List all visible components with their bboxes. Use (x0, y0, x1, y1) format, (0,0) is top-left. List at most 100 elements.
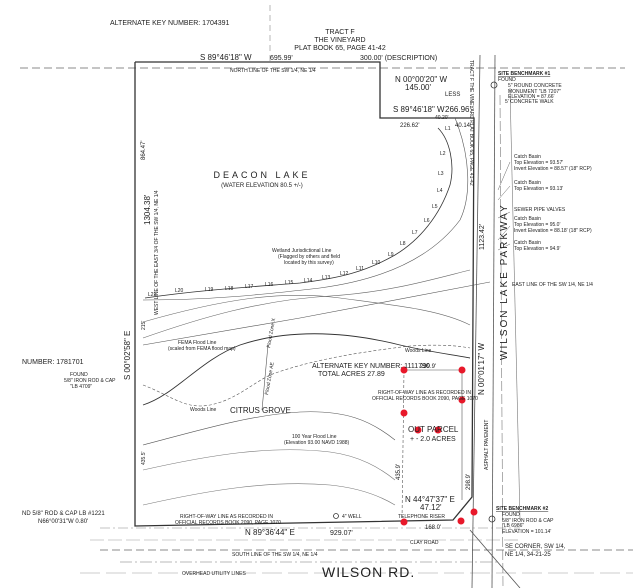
east-quarter-line (142, 281, 491, 346)
survey-point-5 (414, 426, 422, 434)
benchmark-2-line4: ELEVATION = 101.14' (502, 529, 551, 535)
woods-line-left: Woods Line (190, 407, 217, 413)
row-left-1: RIGHT-OF-WAY LINE AS RECORDED IN (180, 514, 273, 520)
row-left-2: OFFICIAL RECORDS BOOK 2090, PAGE 1070 (175, 520, 281, 526)
east-line-label: EAST LINE OF THE SW 1/4, NE 1/4 (512, 282, 593, 288)
wetland-flag: L13 (322, 275, 331, 281)
survey-point-7 (400, 518, 408, 526)
dist-40-small: 40.20' (435, 115, 449, 121)
tract-line-1: TRACT F (325, 29, 354, 36)
alternate-key-top: ALTERNATE KEY NUMBER: 1704391 (110, 20, 230, 27)
catch-basin-3-invert: Invert Elevation = 88.18' (18" RCP) (514, 228, 592, 234)
flood-zone-ae: Flood Zone AE (264, 361, 276, 395)
wetland-flags: L1 L2 L3 L4 L5 L6 L7 L8 L9 L10 L11 L12 L… (148, 126, 451, 298)
dist-1304: 1304.38' (143, 194, 152, 225)
road-name: WILSON RD. (322, 564, 415, 580)
row-right-1: RIGHT-OF-WAY LINE AS RECORDED IN (378, 390, 471, 396)
bearing-west: S 00°02'58" E (123, 331, 132, 380)
parkway-walk-line (499, 94, 504, 588)
catch-basin-4-top: Top Elevation = 94.9' (514, 246, 560, 252)
wetland-flag: L3 (438, 171, 444, 177)
wetland-flag: L19 (205, 287, 214, 293)
rod-left: ND 5/8" ROD & CAP LB #1221 (22, 511, 105, 517)
wetland-flag: L10 (372, 260, 381, 266)
flood-100yr-line (142, 411, 396, 446)
asphalt-pavement: ASPHALT PAVEMENT (484, 420, 490, 470)
dist-diagonal: 47.12' (420, 503, 442, 512)
dist-298: 298.9' (466, 474, 472, 490)
survey-point-2 (458, 366, 466, 374)
tract-line-3: PLAT BOOK 65, PAGE 41-42 (294, 45, 386, 52)
less-label: LESS (445, 92, 460, 98)
wetland-flag: L17 (245, 284, 254, 290)
benchmark-1-line2: 5" ROUND CONCRETE (508, 83, 562, 89)
contour-line-1 (142, 269, 471, 339)
benchmark-2-marker (488, 515, 496, 523)
dist-226: 226.62' (400, 123, 420, 129)
dist-864: 864.47' (141, 141, 147, 161)
overhead-utility: OVERHEAD UTILITY LINES (182, 571, 246, 577)
citrus-grove: CITRUS GROVE (230, 406, 291, 415)
wetland-label-3: located by this survey) (284, 260, 334, 266)
well-label: 4" WELL (342, 514, 362, 520)
out-parcel: OUT PARCEL (408, 425, 459, 434)
catch-basin-1-top: Top Elevation = 93.57' (514, 160, 563, 166)
concrete-walk: 5' CONCRETE WALK (505, 99, 554, 105)
wetland-label-2: (Flagged by others and field (278, 254, 340, 260)
lake-name: DEACON LAKE (213, 170, 310, 180)
wetland-flag: L11 (356, 266, 364, 272)
dist-notch-h: 266.96' (445, 105, 471, 114)
flood-zone-divider (261, 344, 269, 411)
benchmark-2-line1: FOUND (502, 512, 520, 518)
total-acres: TOTAL ACRES 27.89 (318, 371, 385, 378)
woods-line-right: Woods Line (405, 348, 432, 354)
lake-shore-line (142, 117, 469, 301)
benchmark-1-line3: MONUMENT "LB 7207" (508, 89, 561, 95)
survey-point-8 (457, 517, 465, 525)
dist-435-b: 435.5' (141, 451, 147, 465)
survey-point-1 (400, 366, 408, 374)
benchmark-2-line3: "LB 6986" (502, 523, 524, 529)
survey-point-9 (470, 508, 478, 516)
contour-line-2 (142, 295, 471, 326)
parkway-edge-left (471, 54, 481, 588)
wetland-flag: L20 (175, 288, 184, 294)
dist-168: 168.0' (425, 525, 441, 531)
property-boundary (134, 61, 475, 527)
dist-215: 215' (141, 321, 147, 330)
wetland-label-1: Wetland Jurisdictional Line (272, 248, 332, 254)
survey-point-4 (458, 396, 466, 404)
survey-point-3 (400, 409, 408, 417)
tract-f-vertical: TRACT F THE VINEYARD PLAT BOOK 65, PAGE … (468, 60, 474, 186)
wetland-flag: L21 (148, 292, 157, 298)
tract-line-2: THE VINEYARD (314, 37, 365, 44)
flood-100yr-2: (Elevation 93.00 NAVD 1988) (284, 440, 350, 446)
contour-line-3 (142, 449, 396, 481)
fema-flood-line (142, 333, 471, 406)
se-corner-road (469, 529, 521, 588)
found-left-1: FOUND (70, 372, 88, 378)
benchmark-1-title: SITE BENCHMARK #1 (498, 71, 550, 77)
north-line-label: NORTH LINE OF THE SW 1/4, NE 1/4 (230, 68, 316, 74)
bearing-north: S 89°46'18" W (200, 53, 252, 62)
wetland-flag: L4 (437, 188, 443, 194)
dist-notch-v: 145.00' (405, 83, 431, 92)
wetland-flag: L1 (445, 126, 451, 132)
parkway-edge-right (509, 87, 521, 521)
catch-basin-2-top: Top Elevation = 93.13' (514, 186, 563, 192)
dist-description: 300.00' (DESCRIPTION) (360, 55, 437, 62)
wetland-flag: L7 (412, 230, 418, 236)
catch-basin-3-top: Top Elevation = 95.0' (514, 222, 560, 228)
fema-label-2: (scaled from FEMA flood map) (168, 346, 236, 352)
catch-basin-leaders (497, 161, 511, 251)
catch-basin-4-title: Catch Basin (514, 240, 541, 246)
west-line-label: WEST LINE OF THE EAST 3/4 OF THE SW 1/4,… (154, 190, 160, 315)
wetland-flag: L15 (285, 280, 294, 286)
survey-point-6 (434, 426, 442, 434)
dist-435: 435.9' (396, 464, 402, 480)
catch-basin-3-title: Catch Basin (514, 216, 541, 222)
se-corner-2: NE 1/4, 34-21-25 (505, 552, 551, 558)
benchmark-2-title: SITE BENCHMARK #2 (496, 506, 548, 512)
out-parcel-west (401, 369, 405, 521)
found-left-3: "LB 4709" (70, 384, 92, 390)
